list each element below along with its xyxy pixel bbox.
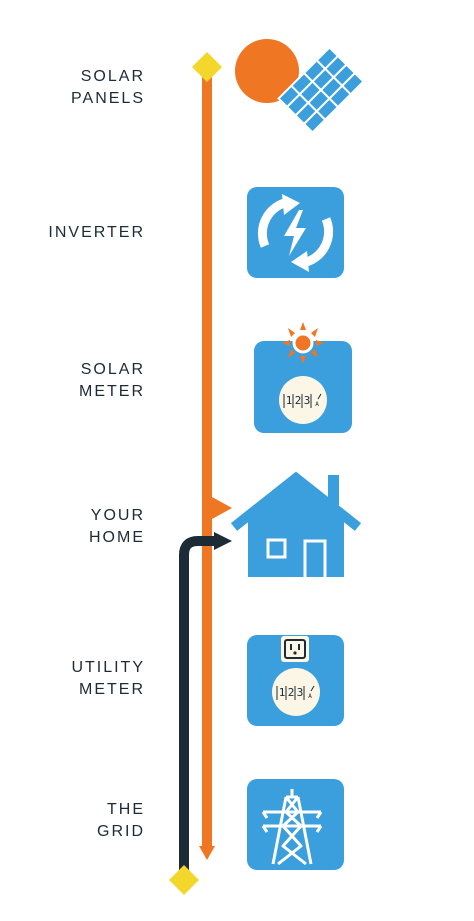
window-icon (266, 538, 287, 559)
label-line-2: HOME (89, 529, 145, 546)
solar-panel-icon (235, 39, 365, 134)
meter-dial-icon (272, 668, 320, 716)
label-solar-panels: SOLAR PANELS (71, 66, 145, 110)
sun-icon (235, 39, 299, 103)
grid-flow-arrowhead (214, 532, 232, 550)
label-line-1: YOUR (90, 507, 145, 524)
label-line-1: INVERTER (48, 224, 145, 241)
start-diamond-icon (192, 52, 222, 82)
label-solar-meter: SOLAR METER (79, 359, 145, 403)
meter-dial-icon (279, 376, 327, 424)
label-the-grid: THE GRID (97, 799, 145, 843)
cycle-arrow-right-icon (301, 217, 334, 268)
solar-cells-icon (277, 46, 365, 134)
meter-unit: A (308, 693, 312, 700)
inverter-icon (247, 187, 344, 278)
solar-flow-line (199, 68, 232, 860)
label-line-1: UTILITY (71, 659, 145, 676)
label-your-home: YOUR HOME (89, 505, 145, 549)
label-line-1: THE (107, 801, 145, 818)
meter-digit: 2 (288, 686, 295, 699)
meter-digit: 1 (279, 686, 286, 699)
small-sun-icon (282, 322, 324, 364)
grid-flow-line (179, 532, 232, 878)
end-diamond-icon (169, 865, 199, 895)
meter-unit: A (315, 401, 319, 408)
meter-digit: 2 (295, 394, 302, 407)
label-inverter: INVERTER (48, 222, 145, 244)
label-line-1: SOLAR (80, 68, 145, 85)
meter-digit: 1 (286, 394, 293, 407)
label-line-2: METER (79, 383, 145, 400)
cycle-arrow-left-icon (257, 197, 290, 248)
label-utility-meter: UTILITY METER (71, 657, 145, 701)
house-icon (230, 471, 362, 577)
lightning-bolt-icon (284, 210, 306, 256)
meter-digit: 3 (304, 394, 311, 407)
solar-flow-arrowhead (199, 846, 215, 860)
label-line-2: METER (79, 681, 145, 698)
chimney-icon (328, 475, 339, 505)
meter-digit: 3 (297, 686, 304, 699)
solar-meter-icon: 1 2 3 A (254, 322, 352, 433)
power-tower-icon (247, 779, 344, 870)
label-line-1: SOLAR (80, 361, 145, 378)
home-branch-arrow (212, 497, 232, 519)
label-line-2: PANELS (71, 90, 145, 107)
door-icon (303, 539, 327, 577)
power-outlet-icon (281, 636, 309, 662)
utility-meter-icon: 1 2 3 A (247, 635, 344, 726)
label-line-2: GRID (97, 823, 145, 840)
